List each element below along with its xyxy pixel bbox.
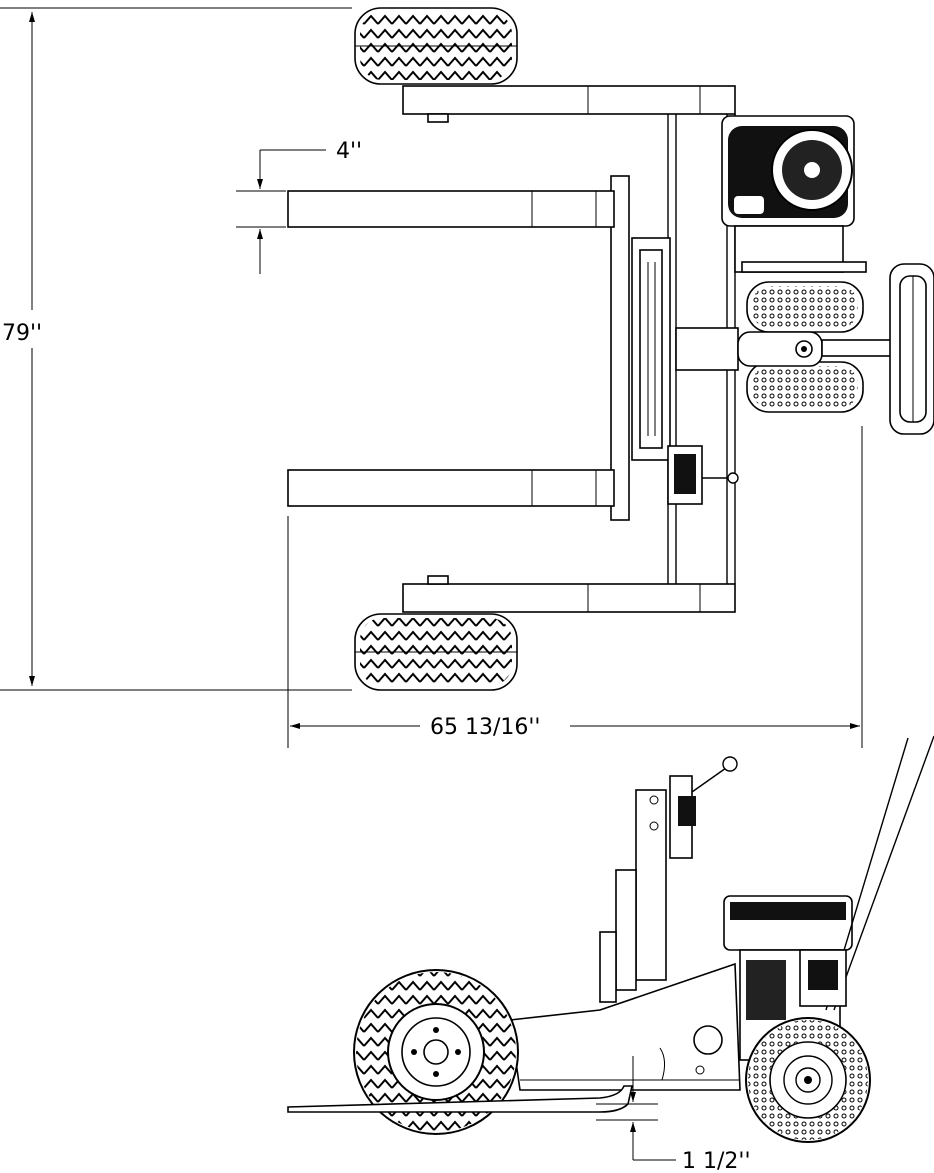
top-tire-upper (354, 7, 518, 85)
lower-axle-beam (402, 575, 736, 613)
engine-side (723, 895, 853, 1061)
mast (599, 756, 738, 1003)
handle-top (889, 263, 934, 435)
overall-width-label: 65 13/16'' (430, 715, 540, 740)
dimension-overall-width: 65 13/16'' (287, 426, 863, 748)
upper-fork (287, 190, 615, 228)
steering-arm (675, 327, 893, 371)
upper-axle-beam (402, 85, 736, 123)
engine-top (721, 115, 855, 227)
lower-fork (287, 469, 615, 507)
overall-length-label: 79'' (2, 321, 42, 346)
dimension-fork-width: 4'' (236, 139, 362, 274)
rear-tire-upper (746, 281, 864, 333)
rear-tire-side (745, 1017, 871, 1143)
rear-tire-lower (746, 361, 864, 413)
fork-carriage (610, 175, 671, 521)
side-view: 1 1/2'' (287, 735, 934, 1173)
dimension-overall-length: 79'' (0, 7, 352, 691)
dimension-fork-clearance: 1 1/2'' (596, 1056, 751, 1173)
fork-clearance-label: 1 1/2'' (682, 1149, 751, 1173)
front-tire-side (353, 969, 519, 1135)
chassis-side (509, 962, 741, 1091)
engine-plate (734, 225, 867, 273)
fork-width-label: 4'' (336, 139, 362, 164)
top-view: 79'' 4'' 65 13/16'' (0, 7, 934, 748)
top-tire-lower (354, 613, 518, 691)
handle-side (799, 735, 934, 1011)
hydraulic-valve (667, 445, 739, 505)
